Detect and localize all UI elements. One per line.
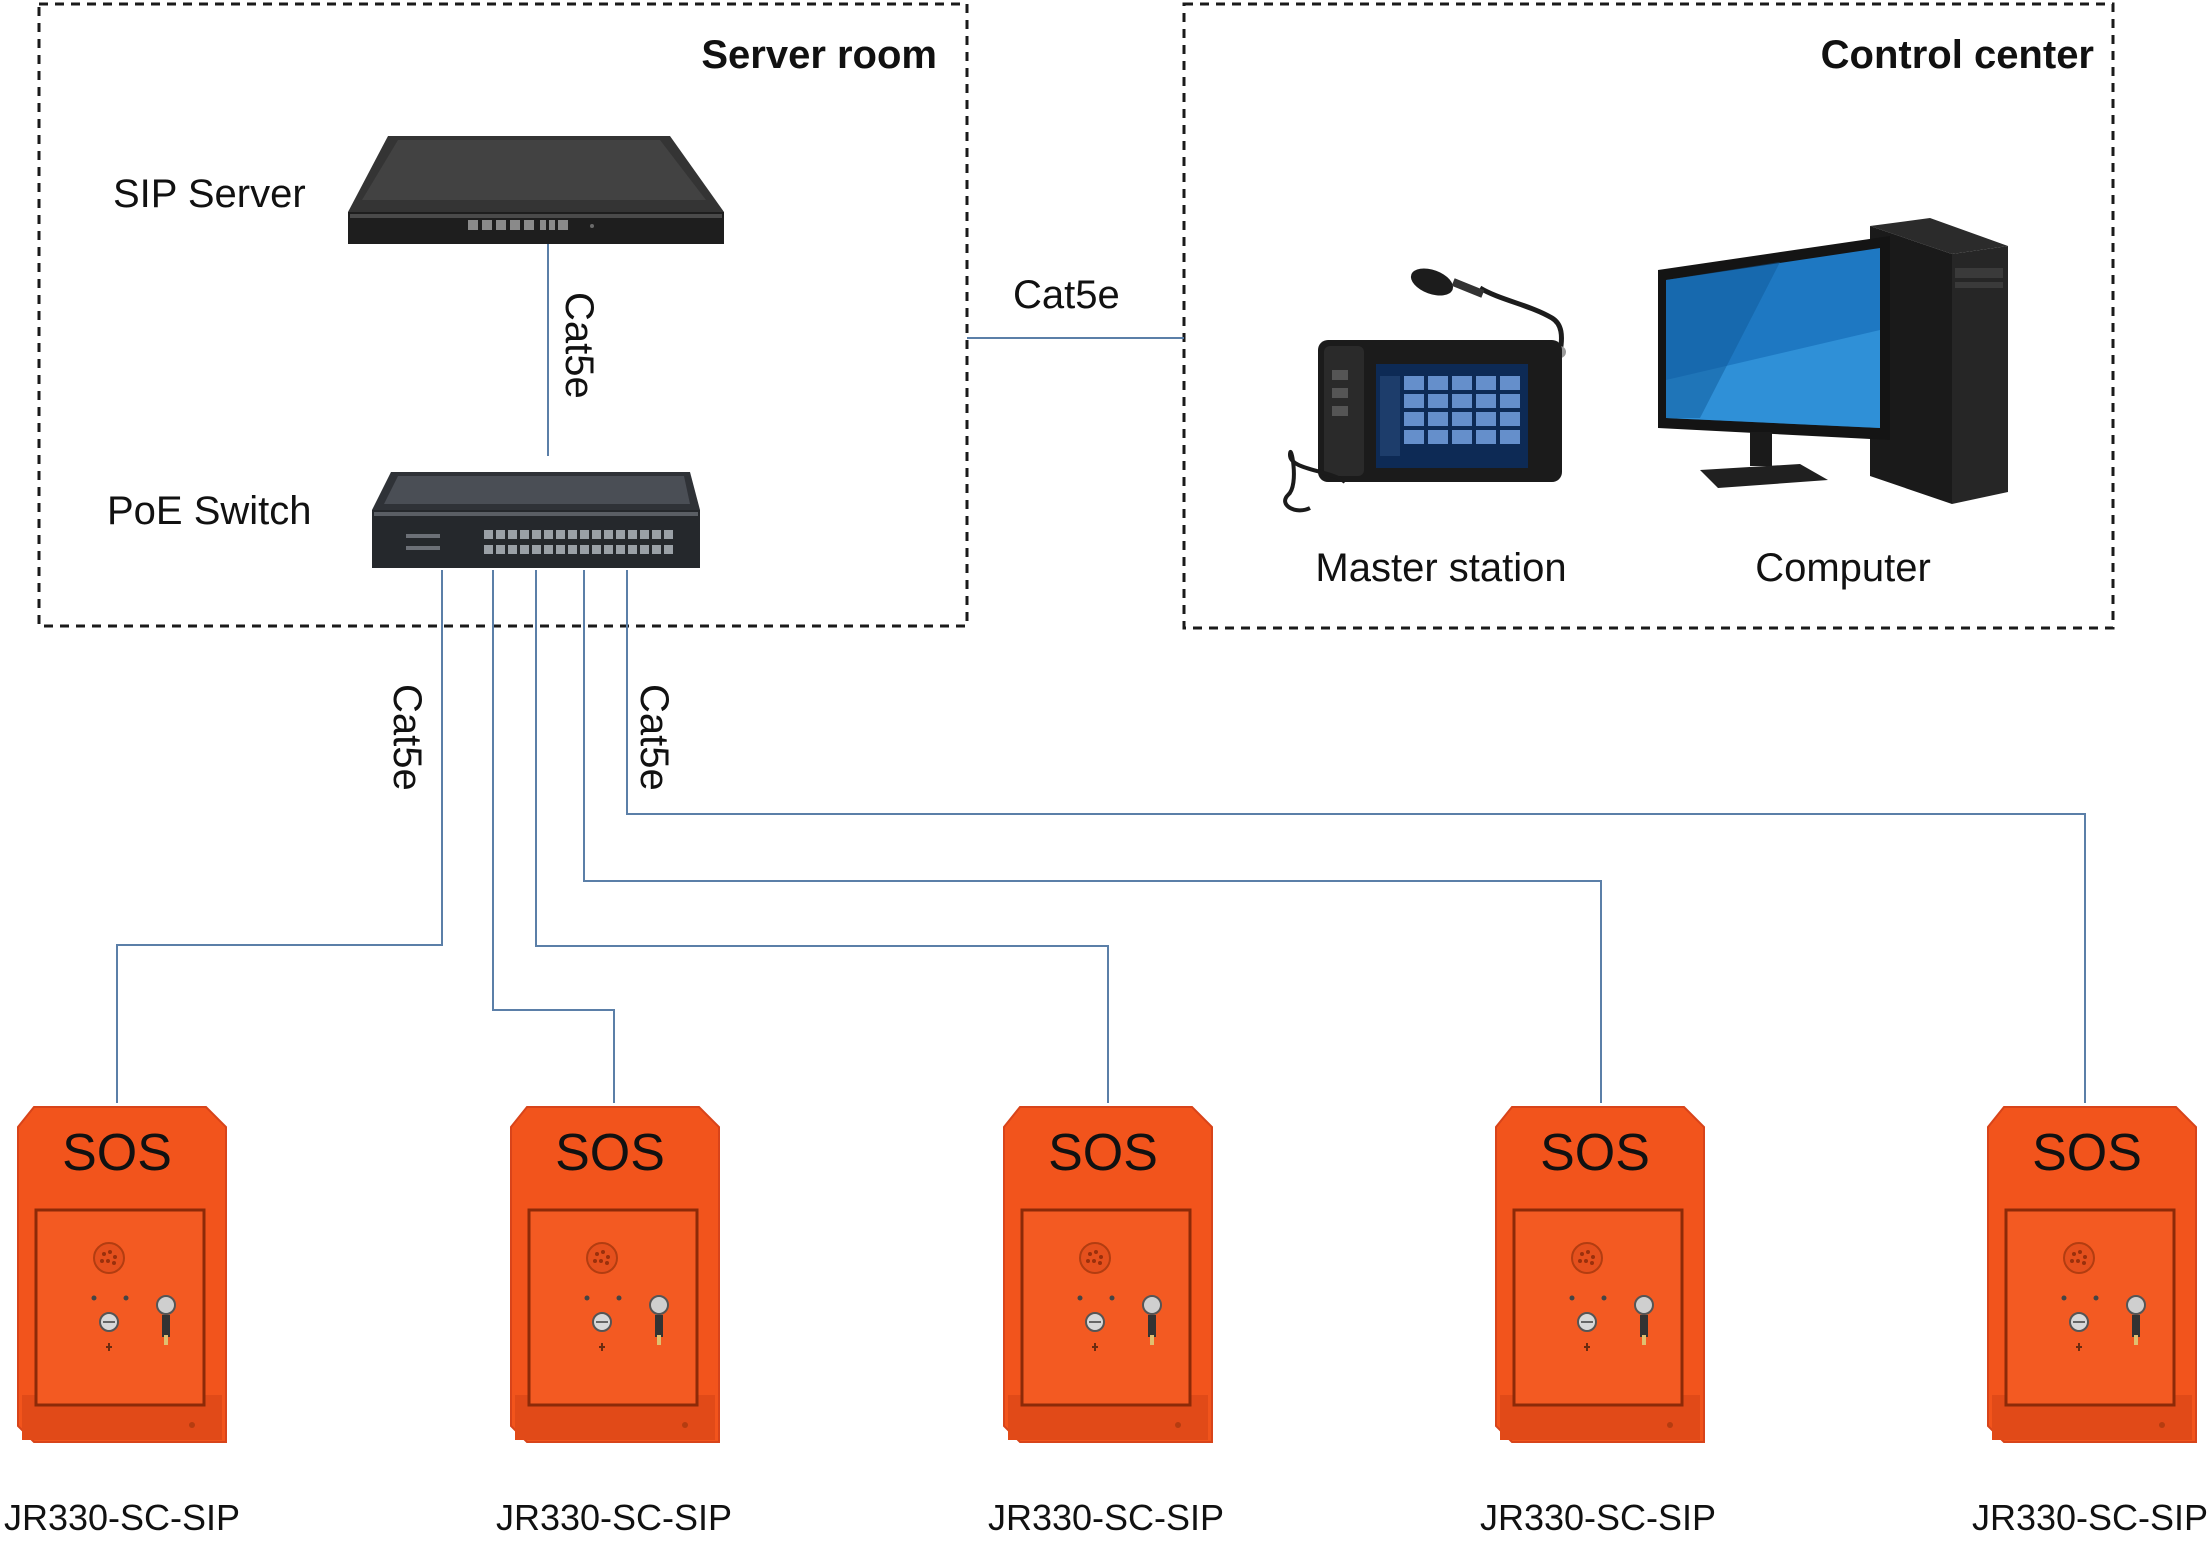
sos-terminal: SOS	[509, 1105, 721, 1444]
cable-label-room-center: Cat5e	[1013, 273, 1120, 317]
sos-terminal: SOS	[1002, 1105, 1214, 1444]
sos-badge: SOS	[1540, 1124, 1650, 1182]
sos-badge: SOS	[1048, 1124, 1158, 1182]
master-station-icon	[1283, 268, 1566, 513]
terminal-model-label: JR330-SC-SIP	[1972, 1497, 2208, 1538]
sos-terminal: SOS	[1986, 1105, 2198, 1444]
sos-badge: SOS	[2032, 1124, 2142, 1182]
sos-badge: SOS	[555, 1124, 665, 1182]
computer-label: Computer	[1755, 546, 1931, 590]
terminal-model-label: JR330-SC-SIP	[4, 1497, 240, 1538]
sos-terminal: SOS	[16, 1105, 228, 1444]
computer-icon	[1658, 218, 2008, 504]
cable-label-switch-down-left: Cat5e	[385, 684, 429, 791]
master-station-label: Master station	[1315, 546, 1566, 590]
sip-server-icon	[348, 136, 724, 244]
terminal-model-label: JR330-SC-SIP	[1480, 1497, 1716, 1538]
control-center-box	[1182, 2, 2115, 630]
wires	[116, 243, 2086, 1103]
terminal-model-label: JR330-SC-SIP	[496, 1497, 732, 1538]
server-room-box	[37, 2, 969, 628]
cable-label-server-switch: Cat5e	[557, 292, 601, 399]
poe-switch-icon	[372, 472, 700, 568]
sip-server-label: SIP Server	[113, 172, 306, 216]
server-room-title: Server room	[701, 33, 937, 77]
sos-terminal: SOS	[1494, 1105, 1706, 1444]
poe-switch-label: PoE Switch	[107, 489, 312, 533]
control-center-title: Control center	[1821, 33, 2094, 77]
sos-badge: SOS	[62, 1124, 172, 1182]
cable-label-switch-down-right: Cat5e	[632, 684, 676, 791]
terminal-model-label: JR330-SC-SIP	[988, 1497, 1224, 1538]
